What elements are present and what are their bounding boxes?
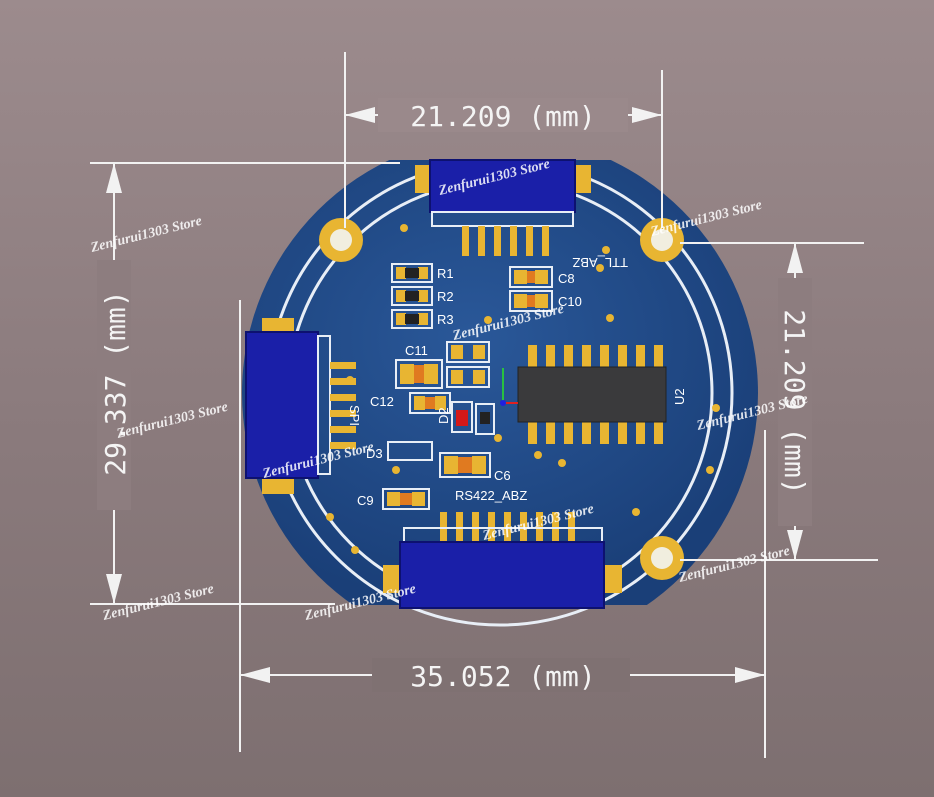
- bottom-dim-bg: [372, 658, 630, 692]
- label-r3: R3: [437, 312, 454, 327]
- label-rs422-abz: RS422_ABZ: [455, 488, 527, 503]
- label-u2: U2: [672, 388, 687, 405]
- label-c12: C12: [370, 394, 394, 409]
- label-c6: C6: [494, 468, 511, 483]
- bottom-connector: [383, 512, 622, 609]
- label-c8: C8: [558, 271, 575, 286]
- label-c10: C10: [558, 294, 582, 309]
- right-height-label: 21.209 (mm): [778, 309, 811, 494]
- mounting-holes: [319, 218, 684, 580]
- watermark-1: Zenfurui1303 Store: [88, 214, 203, 256]
- label-c9: C9: [357, 493, 374, 508]
- label-d3: D3: [366, 446, 383, 461]
- vias: [326, 224, 720, 554]
- left-connector: [245, 318, 356, 494]
- top-dim-bg: [378, 98, 628, 132]
- silkscreen-labels: R1 R2 R3 C8 C10 C11 C12 C9 C6 D3 RS422_A…: [347, 255, 687, 508]
- right-dim-bg: [778, 278, 812, 526]
- label-r1: R1: [437, 266, 454, 281]
- left-dim-bg: [97, 260, 131, 510]
- left-height-label: 29.337 (mm): [99, 290, 132, 475]
- label-spi: SPI: [347, 405, 362, 426]
- label-c11: C11: [405, 343, 428, 358]
- label-r2: R2: [437, 289, 454, 304]
- origin-marker: [500, 368, 518, 406]
- u2-ic: [517, 345, 667, 444]
- label-d2: D2: [436, 407, 451, 424]
- passives: [382, 263, 553, 510]
- label-ttl-abz: TTL_ABZ: [572, 255, 628, 270]
- top-connector: [415, 159, 591, 256]
- bottom-width-label: 35.052 (mm): [410, 660, 595, 693]
- top-width-label: 21.209 (mm): [410, 100, 595, 133]
- dimension-labels: 21.209 (mm) 29.337 (mm) 21.209 (mm) 35.0…: [97, 98, 812, 693]
